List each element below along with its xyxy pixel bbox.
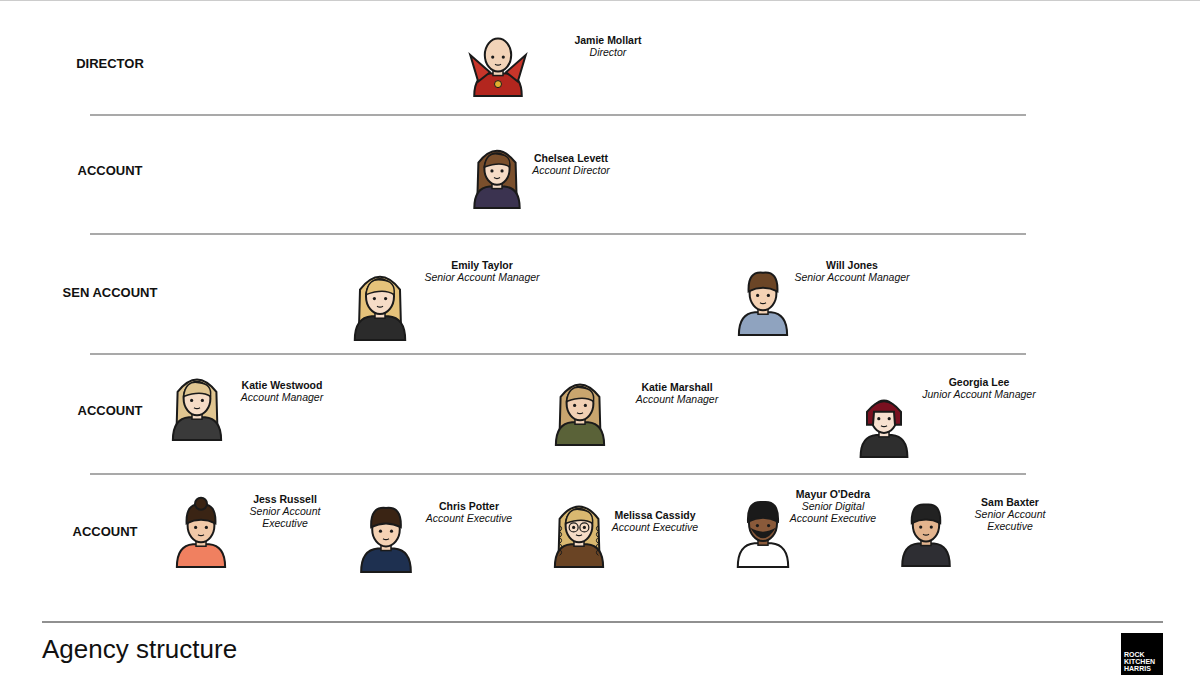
row-divider xyxy=(90,114,1026,115)
person-avatar xyxy=(355,277,405,340)
person-name: Will Jones xyxy=(767,259,937,271)
person-card: Mayur O'DedraSenior Digital Account Exec… xyxy=(783,488,883,524)
person-name: Sam Baxter xyxy=(967,496,1053,508)
person-card: Emily TaylorSenior Account Manager xyxy=(397,259,567,283)
logo-box: ROCK KITCHEN HARRIS xyxy=(1121,633,1163,675)
person-name: Mayur O'Dedra xyxy=(783,488,883,500)
person-card: Chelsea LevettAccount Director xyxy=(486,152,656,176)
person-name: Jamie Mollart xyxy=(523,34,693,46)
job-title: Senior Account Executive xyxy=(242,505,328,529)
person-name: Katie Westwood xyxy=(207,379,357,391)
job-title: Senior Account Manager xyxy=(397,271,567,283)
top-rule xyxy=(0,0,1200,1)
person-card: Chris PotterAccount Executive xyxy=(404,500,534,524)
person-avatar xyxy=(555,506,603,567)
job-title: Junior Account Manager xyxy=(904,388,1054,400)
level-label: ACCOUNT xyxy=(78,163,143,178)
level-label: ACCOUNT xyxy=(78,403,143,418)
job-title: Account Manager xyxy=(602,393,752,405)
job-title: Account Manager xyxy=(207,391,357,403)
job-title: Senior Account Manager xyxy=(767,271,937,283)
person-card: Sam BaxterSenior Account Executive xyxy=(967,496,1053,532)
job-title: Account Director xyxy=(486,164,656,176)
job-title: Account Executive xyxy=(404,512,534,524)
logo-text: ROCK KITCHEN HARRIS xyxy=(1124,651,1158,672)
row-heading: ACCOUNT xyxy=(78,403,143,418)
slide-title: Agency structure xyxy=(42,634,237,665)
job-title: Account Executive xyxy=(590,521,720,533)
row-heading: DIRECTOR xyxy=(76,56,144,71)
person-name: Jess Russell xyxy=(242,493,328,505)
row-divider xyxy=(90,353,1026,354)
row-divider xyxy=(90,473,1026,474)
person-avatar xyxy=(470,39,525,96)
level-label: DIRECTOR xyxy=(76,56,144,71)
person-card: Jess RussellSenior Account Executive xyxy=(242,493,328,529)
person-avatar xyxy=(474,151,519,208)
person-avatar xyxy=(861,400,908,457)
person-card: Jamie MollartDirector xyxy=(523,34,693,58)
level-label: ACCOUNT xyxy=(73,524,138,539)
person-card: Melissa CassidyAccount Executive xyxy=(590,509,720,533)
job-title: Director xyxy=(523,46,693,58)
person-card: Katie MarshallAccount Manager xyxy=(602,381,752,405)
person-avatar xyxy=(361,508,411,572)
person-name: Katie Marshall xyxy=(602,381,752,393)
person-avatar xyxy=(173,379,221,440)
row-heading: ACCOUNT xyxy=(73,524,138,539)
person-avatar xyxy=(177,498,225,567)
row-heading: ACCOUNT xyxy=(78,163,143,178)
person-card: Georgia LeeJunior Account Manager xyxy=(904,376,1054,400)
person-name: Melissa Cassidy xyxy=(590,509,720,521)
person-card: Katie WestwoodAccount Manager xyxy=(207,379,357,403)
person-avatar xyxy=(738,502,788,567)
job-title: Senior Account Executive xyxy=(967,508,1053,532)
row-heading: SEN ACCOUNT xyxy=(63,285,158,300)
avatar-group xyxy=(173,39,950,572)
person-avatar xyxy=(556,384,604,445)
person-avatar xyxy=(902,504,950,566)
job-title: Senior Digital Account Executive xyxy=(783,500,883,524)
person-avatar xyxy=(739,273,787,335)
person-card: Will JonesSenior Account Manager xyxy=(767,259,937,283)
level-label: SEN ACCOUNT xyxy=(63,285,158,300)
person-name: Emily Taylor xyxy=(397,259,567,271)
footer-rule xyxy=(42,621,1163,622)
person-name: Georgia Lee xyxy=(904,376,1054,388)
row-divider xyxy=(90,233,1026,234)
person-name: Chris Potter xyxy=(404,500,534,512)
person-name: Chelsea Levett xyxy=(486,152,656,164)
